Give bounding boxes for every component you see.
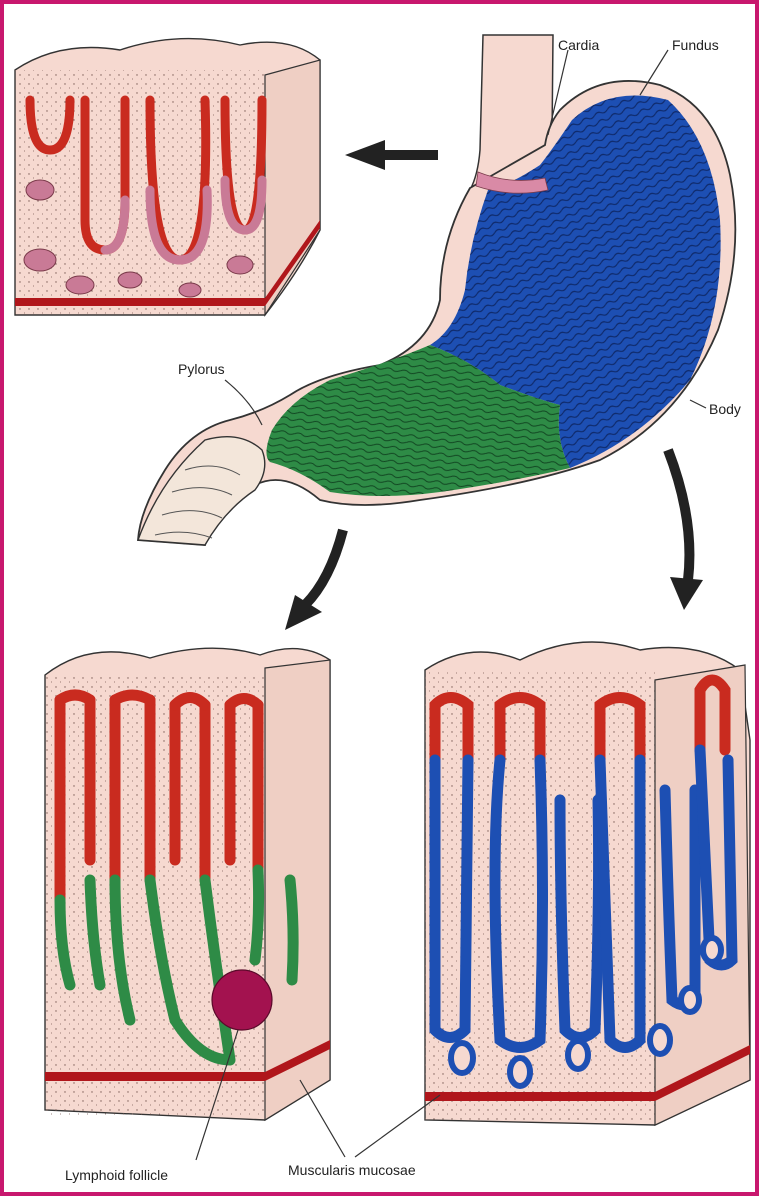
arrow-to-cardia-block: [345, 140, 438, 170]
label-fundus: Fundus: [672, 37, 719, 53]
cardiac-mucosa-block: [15, 39, 320, 315]
label-lymphoid-follicle: Lymphoid follicle: [65, 1167, 168, 1183]
arrow-to-pyloric-block: [285, 530, 343, 630]
fundic-mucosa-block: [425, 642, 750, 1125]
label-cardia: Cardia: [558, 37, 599, 53]
pyloric-mucosa-block: [45, 648, 330, 1120]
label-pylorus: Pylorus: [178, 361, 225, 377]
arrow-to-body-block: [668, 450, 703, 610]
label-body: Body: [709, 401, 741, 417]
label-muscularis-mucosae: Muscularis mucosae: [288, 1162, 416, 1178]
lymphoid-follicle: [212, 970, 272, 1030]
